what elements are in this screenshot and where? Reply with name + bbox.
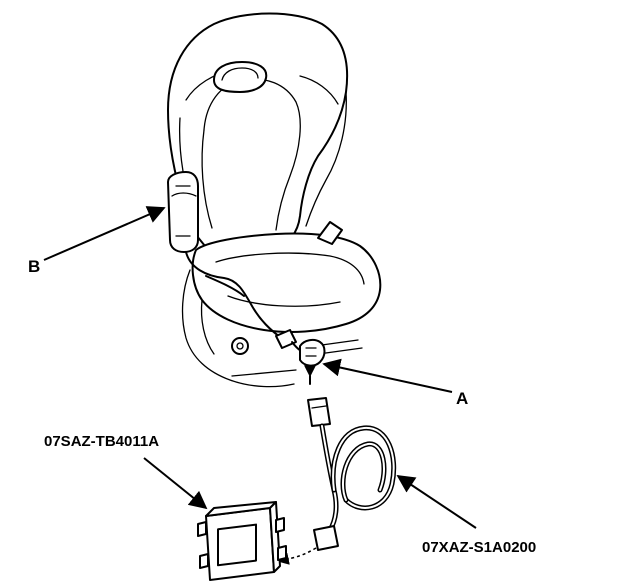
side-airbag-module [167,171,199,253]
callout-tool-box-arrow [143,457,208,510]
seat [167,12,382,388]
test-harness-cable [276,397,397,565]
callout-tool-cable-arrow [396,475,477,529]
connector-a [299,338,326,385]
callout-a-arrow [322,358,453,393]
callout-b-arrow [43,206,166,261]
callout-b-label: B [28,257,40,276]
test-box [197,501,287,581]
callout-a-label: A [456,389,468,408]
seat-harness [185,251,311,355]
callout-tool-box-label: 07SAZ-TB4011A [44,433,159,450]
callout-tool-cable-label: 07XAZ-S1A0200 [422,539,536,556]
